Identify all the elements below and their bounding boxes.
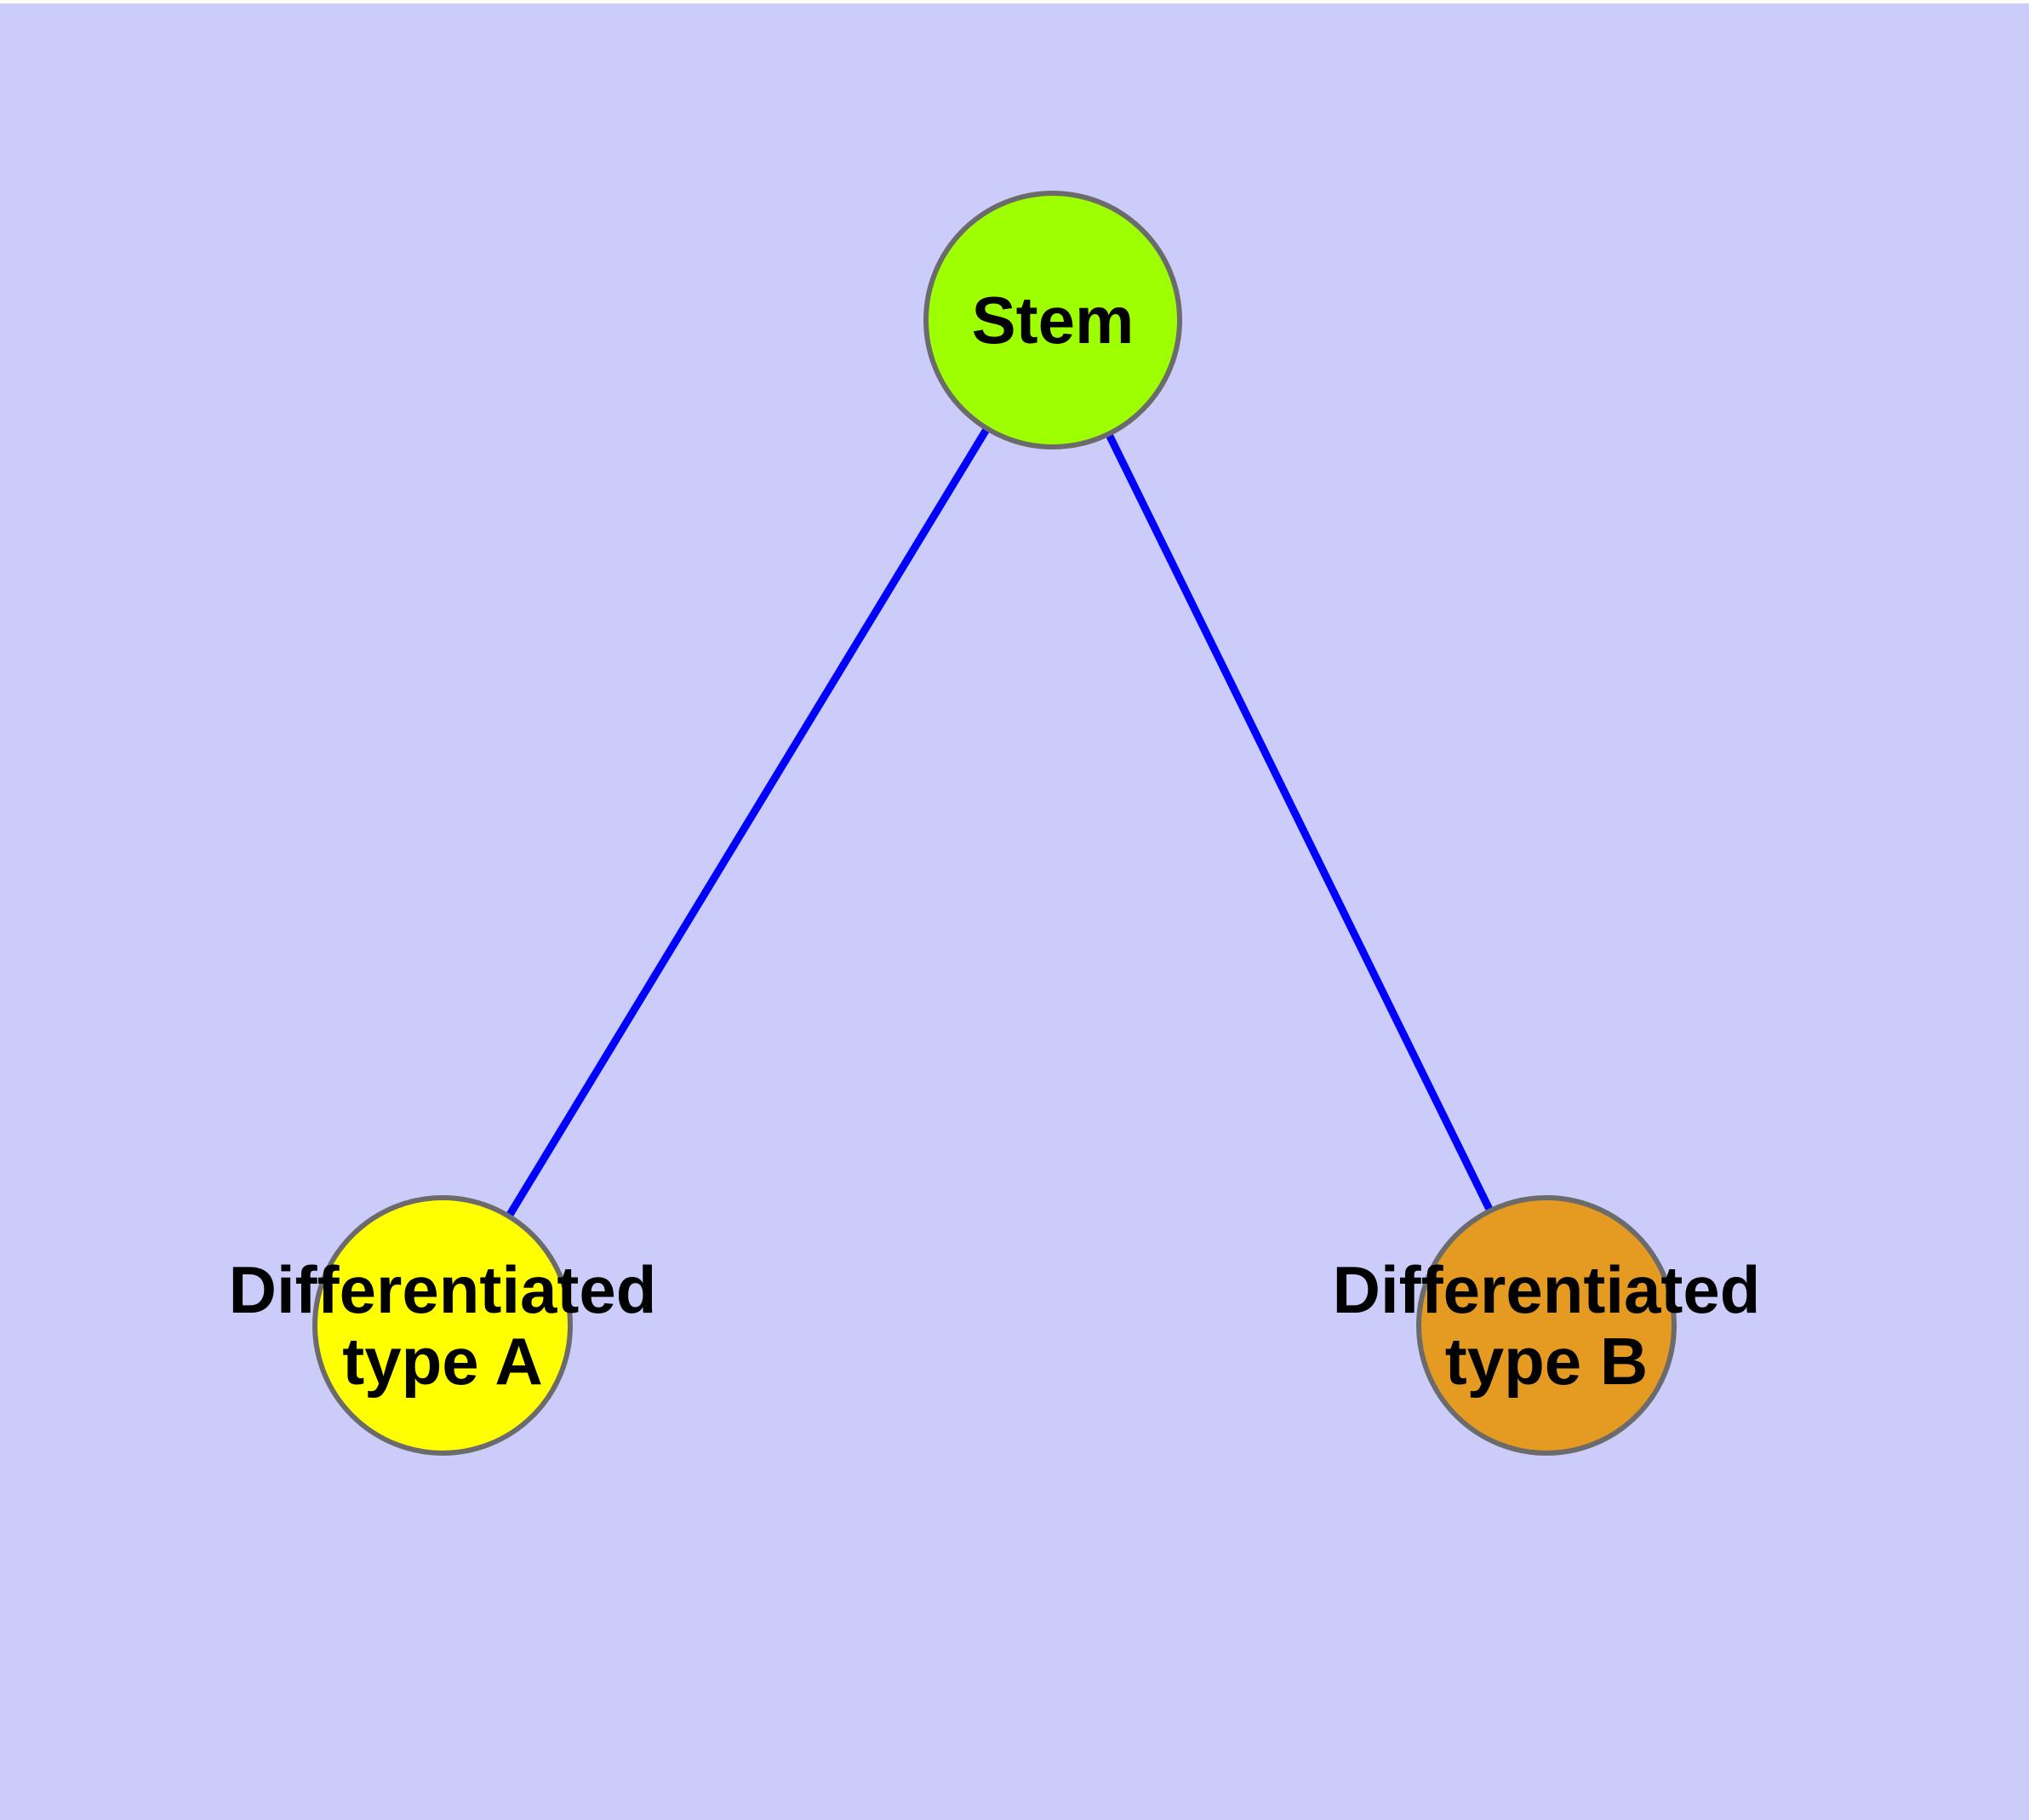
- node-stem[interactable]: [923, 191, 1182, 449]
- edge-stem-to-diff-b[interactable]: [1049, 318, 1551, 1327]
- node-differentiated-type-b[interactable]: [1416, 1195, 1677, 1456]
- node-differentiated-type-a[interactable]: [312, 1195, 573, 1456]
- edge-layer: [439, 318, 1551, 1328]
- edge-stem-to-diff-a[interactable]: [439, 318, 1056, 1328]
- node-layer: [312, 191, 1677, 1456]
